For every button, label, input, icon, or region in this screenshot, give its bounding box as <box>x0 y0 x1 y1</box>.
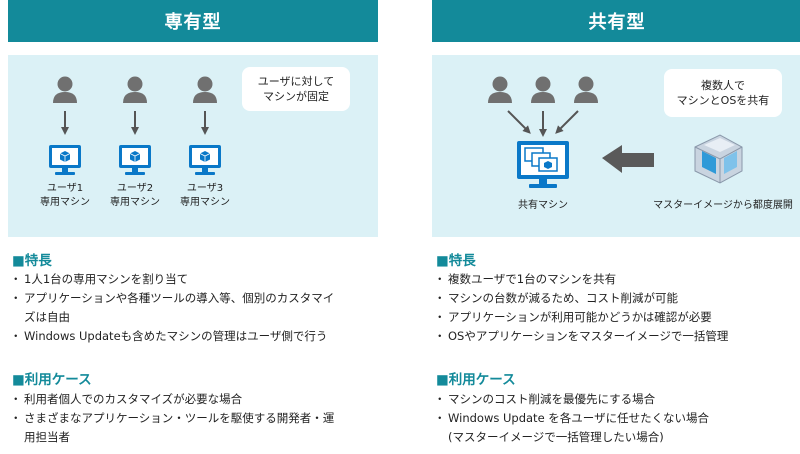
list-item: Windows Update を各ユーザに任せたくない場合(マスターイメージで一… <box>434 409 800 447</box>
list-item: 利用者個人でのカスタマイズが必要な場合 <box>10 390 378 409</box>
shared-type-title: 共有型 <box>588 12 646 33</box>
shared-callout: 複数人で マシンとOSを共有 <box>664 69 782 117</box>
list-item: マシンの台数が減るため、コスト削減が可能 <box>434 289 800 308</box>
usecases-list: 利用者個人でのカスタマイズが必要な場合 さまざまなアプリケーション・ツールを駆使… <box>10 390 378 447</box>
master-image-icon <box>694 134 743 184</box>
features-list: 1人1台の専用マシンを割り当て アプリケーションや各種ツールの導入等、個別のカス… <box>10 270 378 346</box>
usecases-title: ■利用ケース <box>12 372 92 388</box>
monitor-icon <box>48 144 82 176</box>
list-item: Windows Updateも含めたマシンの管理はユーザ側で行う <box>10 327 378 346</box>
list-item: アプリケーションが利用可能かどうかは確認が必要 <box>434 308 800 327</box>
dedicated-type-column: 専有型 ユーザ1 専用マシン ユーザ2 専用マシン ユーザ3 専用マシン ユ <box>8 0 378 444</box>
features-list: 複数ユーザで1台のマシンを共有 マシンの台数が減るため、コスト削減が可能 アプリ… <box>434 270 800 346</box>
monitor-icon <box>517 141 569 188</box>
usecases-title: ■利用ケース <box>436 372 516 388</box>
monitor-icon <box>188 144 222 176</box>
down-arrow-icon <box>507 110 579 137</box>
list-item: 複数ユーザで1台のマシンを共有 <box>434 270 800 289</box>
list-item: 1人1台の専用マシンを割り当て <box>10 270 378 289</box>
left-arrow-icon <box>602 145 654 173</box>
machine-label: ユーザ2 専用マシン <box>110 183 160 208</box>
features-title: ■特長 <box>12 253 52 269</box>
shared-type-diagram: 共有マシン マスターイメージから都度展開 複数人で マシンとOSを共有 <box>432 55 800 237</box>
dedicated-callout: ユーザに対して マシンが固定 <box>242 67 350 111</box>
features-title: ■特長 <box>436 253 476 269</box>
machine-label: ユーザ3 専用マシン <box>180 183 230 208</box>
dedicated-type-diagram: ユーザ1 専用マシン ユーザ2 専用マシン ユーザ3 専用マシン ユーザに対して… <box>8 55 378 237</box>
shared-type-column: 共有型 <box>432 0 800 444</box>
machine-label: ユーザ1 専用マシン <box>40 183 90 208</box>
shared-type-header: 共有型 <box>432 0 800 42</box>
list-item: OSやアプリケーションをマスターイメージで一括管理 <box>434 327 800 346</box>
master-image-label: マスターイメージから都度展開 <box>653 200 793 211</box>
shared-machine-label: 共有マシン <box>518 200 568 211</box>
list-item: マシンのコスト削減を最優先にする場合 <box>434 390 800 409</box>
usecases-list: マシンのコスト削減を最優先にする場合 Windows Update を各ユーザに… <box>434 390 800 447</box>
down-arrow-icon <box>61 111 209 135</box>
dedicated-type-header: 専有型 <box>8 0 378 42</box>
monitor-icon <box>118 144 152 176</box>
dedicated-type-title: 専有型 <box>164 12 222 33</box>
